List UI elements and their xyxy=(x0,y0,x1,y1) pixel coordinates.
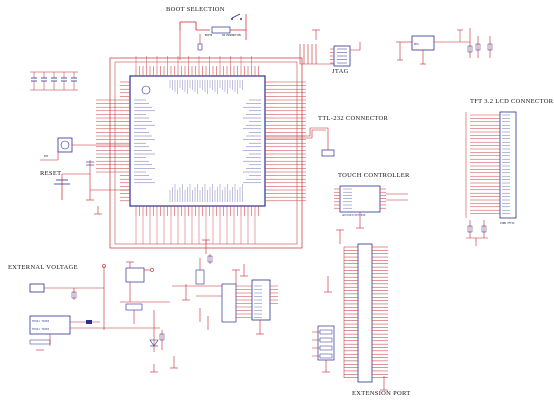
external-voltage-title: EXTERNAL VOLTAGE xyxy=(8,264,78,271)
mcu-bottom-pins xyxy=(135,206,259,244)
jtag-circuit xyxy=(299,29,361,67)
touch-controller: ADS7843/XPT2046 xyxy=(334,185,408,229)
svg-text:REG: REG xyxy=(414,42,419,46)
svg-text:SW PUSHBUTTON: SW PUSHBUTTON xyxy=(222,34,241,37)
reset-circuit: RST xyxy=(40,137,130,215)
boot-selection-title: BOOT SELECTION xyxy=(166,6,225,13)
svg-text:TPS61 TS005: TPS61 TS005 xyxy=(32,327,50,331)
extension-port xyxy=(312,229,388,391)
voltage-regulator: REG xyxy=(396,28,493,65)
mcu-chip xyxy=(96,56,306,249)
mcu-pin-labels xyxy=(134,80,261,202)
jtag-title: JTAG xyxy=(332,68,349,75)
ttl232-title: TTL-232 CONNECTOR xyxy=(318,115,389,122)
extension-port-title: EXTENSION PORT xyxy=(352,390,411,397)
svg-text:RST: RST xyxy=(44,155,49,158)
tft-lcd-title: TFT 3.2 LCD CONNECTOR xyxy=(470,98,554,105)
boot-selection-circuit: BOOT0 SW PUSHBUTTON xyxy=(179,13,247,60)
external-voltage-circuit: TPS61 TS005 TPS61 TS005 xyxy=(29,239,278,373)
svg-text:BOOT0: BOOT0 xyxy=(205,34,213,37)
svg-text:TPS61 TS005: TPS61 TS005 xyxy=(32,319,50,323)
svg-text:CONN TFT32: CONN TFT32 xyxy=(500,222,515,225)
decoupling-capacitors xyxy=(30,71,78,91)
tft-lcd-connector: CONN TFT32 xyxy=(465,111,517,246)
mcu-left-pins xyxy=(96,81,130,202)
svg-text:ADS7843/XPT2046: ADS7843/XPT2046 xyxy=(342,213,366,217)
ttl232-connector xyxy=(265,127,335,157)
mcu-right-pins xyxy=(265,81,306,202)
mcu-top-pins xyxy=(135,56,259,76)
reset-title: RESET xyxy=(40,170,62,177)
touch-controller-title: TOUCH CONTROLLER xyxy=(338,172,410,179)
